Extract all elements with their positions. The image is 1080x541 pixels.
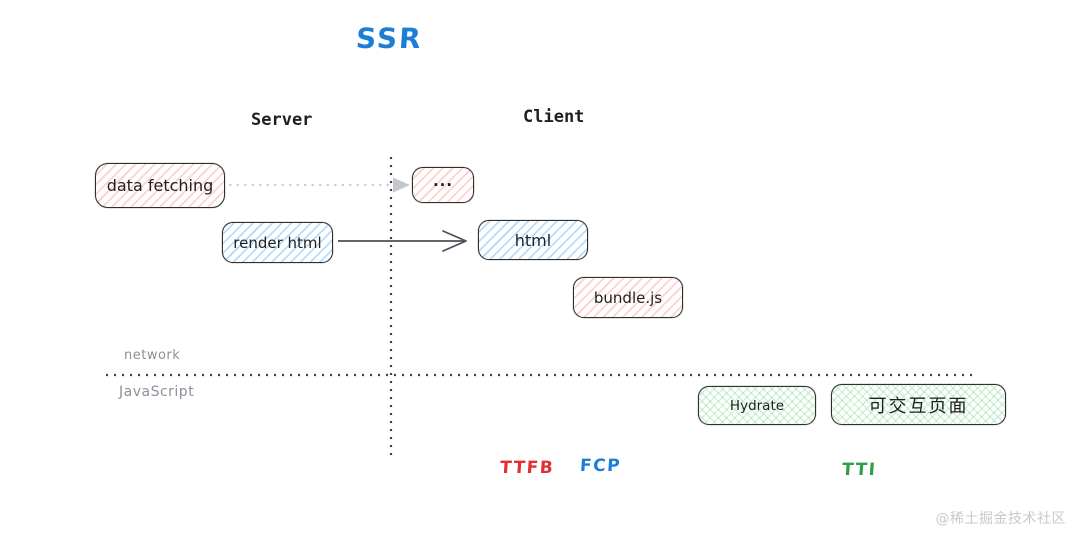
response-dots-label: ... bbox=[432, 172, 454, 190]
interactive-page-label: 可交互页面 bbox=[868, 395, 969, 417]
data-fetch-arrow bbox=[229, 177, 410, 193]
html-label: html bbox=[514, 230, 552, 250]
render-html-box: render html bbox=[222, 222, 333, 263]
column-header-server: Server bbox=[251, 110, 313, 130]
metric-ttfb: TTFB bbox=[499, 458, 555, 478]
data-fetching-label: data fetching bbox=[106, 176, 214, 195]
interactive-page-box: 可交互页面 bbox=[831, 384, 1006, 425]
lane-label-javascript: JavaScript bbox=[119, 384, 195, 400]
hydrate-box: Hydrate bbox=[698, 386, 816, 425]
data-fetching-box: data fetching bbox=[95, 163, 225, 208]
diagram-title: SSR bbox=[354, 22, 424, 55]
hydrate-label: Hydrate bbox=[729, 397, 785, 414]
watermark: @稀土掘金技术社区 bbox=[935, 511, 1066, 527]
render-html-arrow bbox=[338, 230, 467, 252]
metric-tti: TTI bbox=[841, 460, 878, 480]
response-dots-box: ... bbox=[412, 167, 474, 203]
lane-label-network: network bbox=[124, 348, 181, 363]
render-html-label: render html bbox=[233, 233, 322, 252]
column-header-client: Client bbox=[523, 107, 585, 127]
metric-fcp: FCP bbox=[579, 456, 622, 476]
bundle-js-box: bundle.js bbox=[573, 277, 683, 318]
bundle-js-label: bundle.js bbox=[593, 288, 663, 307]
html-box: html bbox=[478, 220, 588, 260]
